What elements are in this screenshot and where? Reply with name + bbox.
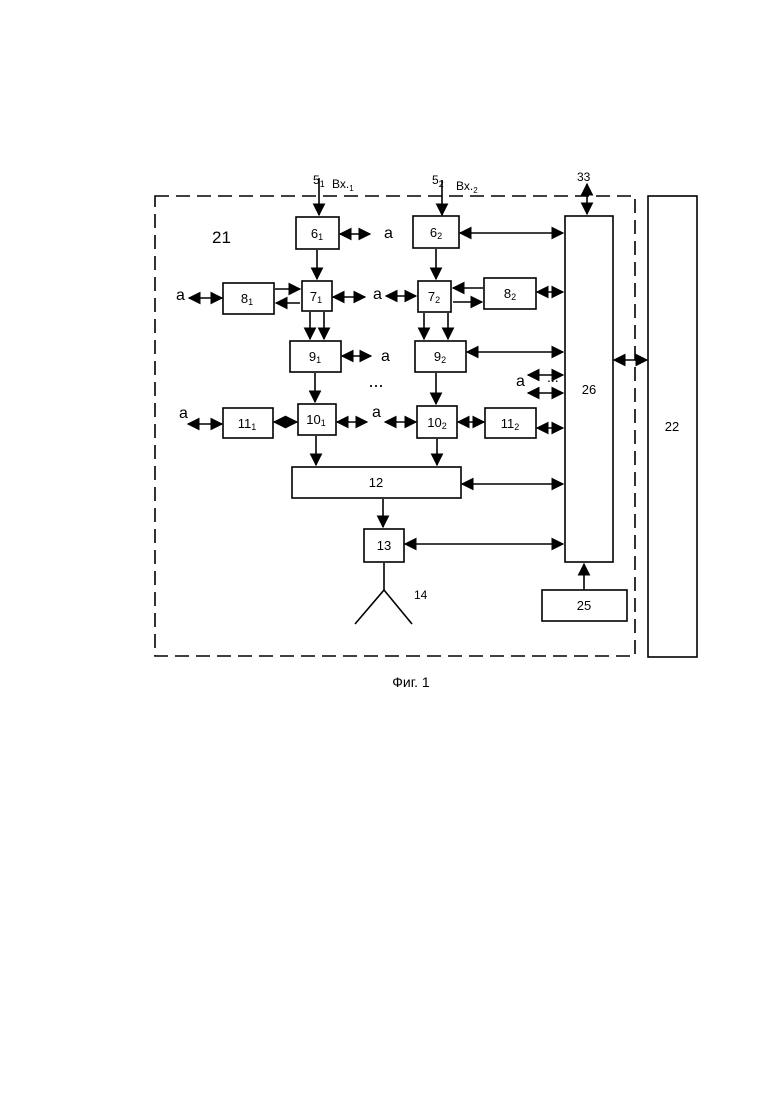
antenna-left-arm <box>355 590 384 624</box>
antenna-right-arm <box>384 590 412 624</box>
a-label: a <box>372 404 381 421</box>
a-label: a <box>176 287 185 304</box>
a-label: a <box>373 286 382 303</box>
block-26-label: 26 <box>582 382 596 397</box>
port-33-label: 33 <box>577 170 591 184</box>
antenna-label: 14 <box>414 588 428 602</box>
ellipsis-middle: ... <box>368 371 383 391</box>
a-label: a <box>381 348 390 365</box>
block-12-label: 12 <box>369 475 383 490</box>
input-2-text: Вх.2 <box>456 179 478 195</box>
input-1-text: Вх.1 <box>332 177 354 193</box>
a-label: a <box>384 225 393 242</box>
block-21-label: 21 <box>212 228 231 247</box>
a-label: a <box>179 405 188 422</box>
block-25-label: 25 <box>577 598 591 613</box>
figure-caption: Фиг. 1 <box>392 674 430 690</box>
block-22-label: 22 <box>665 419 679 434</box>
block-13-label: 13 <box>377 538 391 553</box>
a-label: a <box>516 373 525 390</box>
ellipsis-right: ... <box>547 369 559 385</box>
